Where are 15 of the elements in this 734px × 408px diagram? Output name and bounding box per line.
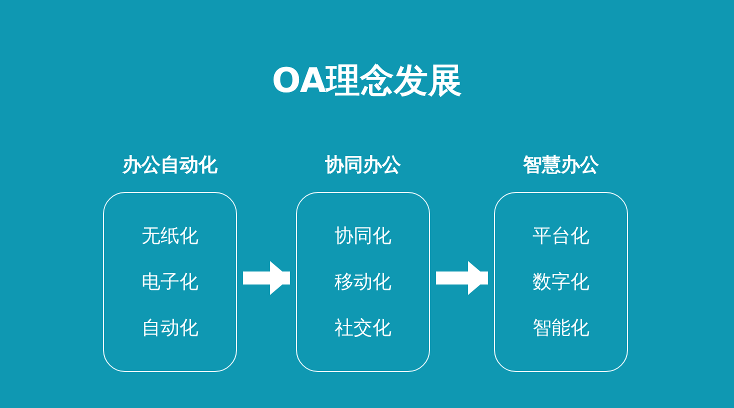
stage-heading: 协同办公 <box>325 153 401 178</box>
feature-text: 协同化 <box>334 224 392 249</box>
feature-text: 无纸化 <box>142 224 198 249</box>
feature-text: 自动化 <box>142 316 198 341</box>
stage-heading: 智慧办公 <box>523 153 599 178</box>
feature-text: 平台化 <box>532 224 590 249</box>
feature-text: 移动化 <box>334 270 392 295</box>
arrow <box>436 261 488 295</box>
feature-text: 智能化 <box>532 316 590 341</box>
stage-heading: 办公自动化 <box>122 153 218 178</box>
feature-text: 电子化 <box>142 270 198 295</box>
arrow <box>243 261 290 295</box>
title: OA理念发展 <box>272 60 462 103</box>
feature-text: 数字化 <box>532 270 590 295</box>
feature-text: 社交化 <box>334 316 392 341</box>
